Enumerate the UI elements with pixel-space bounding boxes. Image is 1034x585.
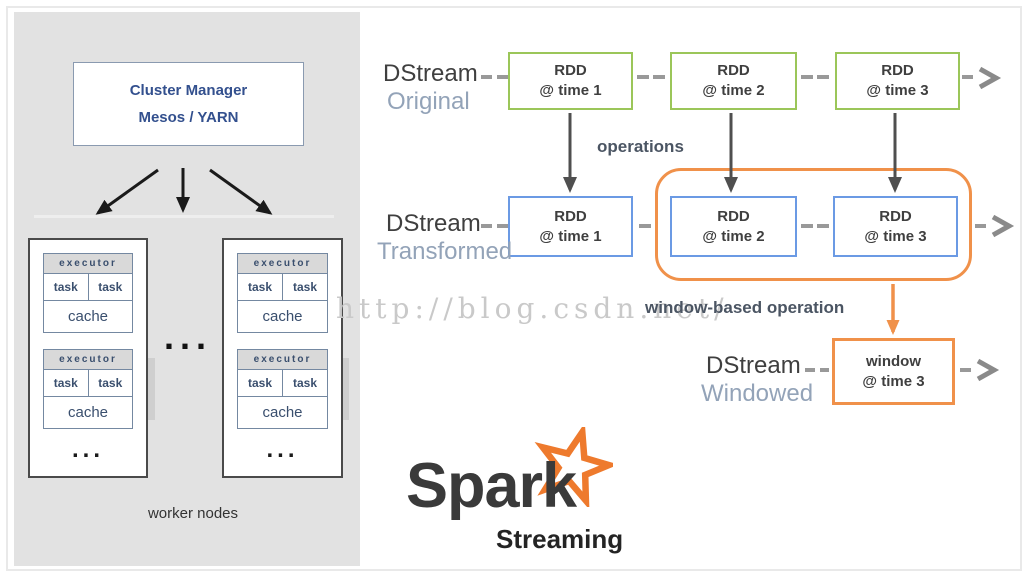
worker-node-box-left: executor task task cache executor task t… xyxy=(28,238,148,478)
dash xyxy=(637,75,649,79)
dash xyxy=(820,368,829,372)
dash xyxy=(497,75,508,79)
more-executors-ellipsis: ... xyxy=(266,436,299,463)
rdd-title: RDD xyxy=(879,207,912,225)
more-executors-ellipsis: ... xyxy=(71,436,104,463)
dash xyxy=(481,75,492,79)
window-time: @ time 3 xyxy=(862,372,925,390)
worker-nodes-caption: worker nodes xyxy=(147,505,239,522)
rdd-time: @ time 3 xyxy=(866,82,929,99)
rdd-title: RDD xyxy=(717,207,750,225)
dash xyxy=(817,75,829,79)
dash xyxy=(805,368,815,372)
worker-node-box-right: executor task task cache executor task t… xyxy=(222,238,343,478)
executor-label: executor xyxy=(44,254,132,274)
dash xyxy=(801,224,813,228)
watermark-text: http://blog.csdn.net/ xyxy=(336,292,729,325)
rdd-time: @ time 2 xyxy=(702,227,765,245)
cache-cell: cache xyxy=(262,308,303,325)
rdd-transformed-t1: RDD @ time 1 xyxy=(508,196,633,257)
task-row: task task xyxy=(238,274,327,301)
dash xyxy=(817,224,829,228)
window-based-operation-label: window-based operation xyxy=(645,298,845,317)
executor-label: executor xyxy=(238,350,327,370)
worker-node-shadow-left xyxy=(146,358,155,420)
dash xyxy=(960,368,971,372)
executor-label: executor xyxy=(238,254,327,274)
cluster-manager-box: Cluster Manager Mesos / YARN xyxy=(73,62,304,146)
rdd-time: @ time 2 xyxy=(702,82,765,99)
operations-label: operations xyxy=(597,137,684,156)
executor-box: executor task task cache xyxy=(43,253,133,333)
task-cell: task xyxy=(98,376,123,390)
rdd-original-t1: RDD @ time 1 xyxy=(508,52,633,110)
dash xyxy=(639,224,651,228)
arrow-to-left-worker xyxy=(95,168,159,215)
task-row: task task xyxy=(44,274,132,301)
cluster-to-workers-arrows xyxy=(34,168,334,218)
cache-cell: cache xyxy=(67,404,109,421)
dstream-windowed-sublabel: Windowed xyxy=(701,380,814,407)
streaming-logo-text: Streaming xyxy=(496,524,624,554)
spark-logo-text: Spark xyxy=(406,451,577,521)
task-cell: task xyxy=(238,370,283,396)
task-cell: task xyxy=(44,370,89,396)
window-rdd-t3: window @ time 3 xyxy=(832,338,955,405)
stream-arrow-icon xyxy=(978,66,1002,90)
dash xyxy=(497,224,508,228)
rdd-title: RDD xyxy=(717,62,750,79)
dstream-transformed-label: DStream xyxy=(386,210,481,237)
separator-line xyxy=(34,215,334,218)
cache-cell: cache xyxy=(67,308,109,325)
executor-box: executor task task cache xyxy=(237,349,328,429)
executor-box: executor task task cache xyxy=(237,253,328,333)
cluster-manager-title: Cluster Manager xyxy=(129,82,248,99)
dstream-windowed-label: DStream xyxy=(706,352,801,379)
spark-star-icon xyxy=(534,427,613,507)
cache-cell: cache xyxy=(262,404,303,421)
rdd-transformed-t3: RDD @ time 3 xyxy=(833,196,958,257)
dstream-original-sublabel: Original xyxy=(387,88,470,115)
task-cell: task xyxy=(98,280,123,294)
rdd-title: RDD xyxy=(554,62,587,79)
stream-arrow-icon xyxy=(991,214,1015,238)
worker-node-shadow-right xyxy=(340,358,349,420)
dash xyxy=(653,75,665,79)
dstream-original-label: DStream xyxy=(383,60,478,87)
dash xyxy=(481,224,492,228)
cluster-manager-subtitle: Mesos / YARN xyxy=(138,109,239,126)
task-cell: task xyxy=(44,274,89,300)
task-row: task task xyxy=(238,370,327,397)
more-workers-ellipsis: ... xyxy=(163,316,212,357)
rdd-time: @ time 1 xyxy=(539,82,602,99)
dash xyxy=(975,224,986,228)
image-border-frame xyxy=(6,6,1022,571)
rdd-title: RDD xyxy=(881,62,914,79)
executor-box: executor task task cache xyxy=(43,349,133,429)
task-row: task task xyxy=(44,370,132,397)
rdd-original-t2: RDD @ time 2 xyxy=(670,52,797,110)
arrow-to-right-worker xyxy=(209,168,273,215)
rdd-time: @ time 1 xyxy=(539,227,602,245)
dash xyxy=(801,75,813,79)
dstream-transformed-sublabel: Transformed xyxy=(377,238,513,265)
executor-label: executor xyxy=(44,350,132,370)
rdd-title: RDD xyxy=(554,207,587,225)
window-title: window xyxy=(866,352,921,370)
window-operation-rect xyxy=(655,168,972,281)
task-cell: task xyxy=(238,274,283,300)
rdd-transformed-t2: RDD @ time 2 xyxy=(670,196,797,257)
dash xyxy=(962,75,973,79)
task-cell: task xyxy=(292,376,318,390)
stream-arrow-icon xyxy=(976,358,1000,382)
rdd-original-t3: RDD @ time 3 xyxy=(835,52,960,110)
rdd-time: @ time 3 xyxy=(864,227,927,245)
task-cell: task xyxy=(292,280,318,294)
